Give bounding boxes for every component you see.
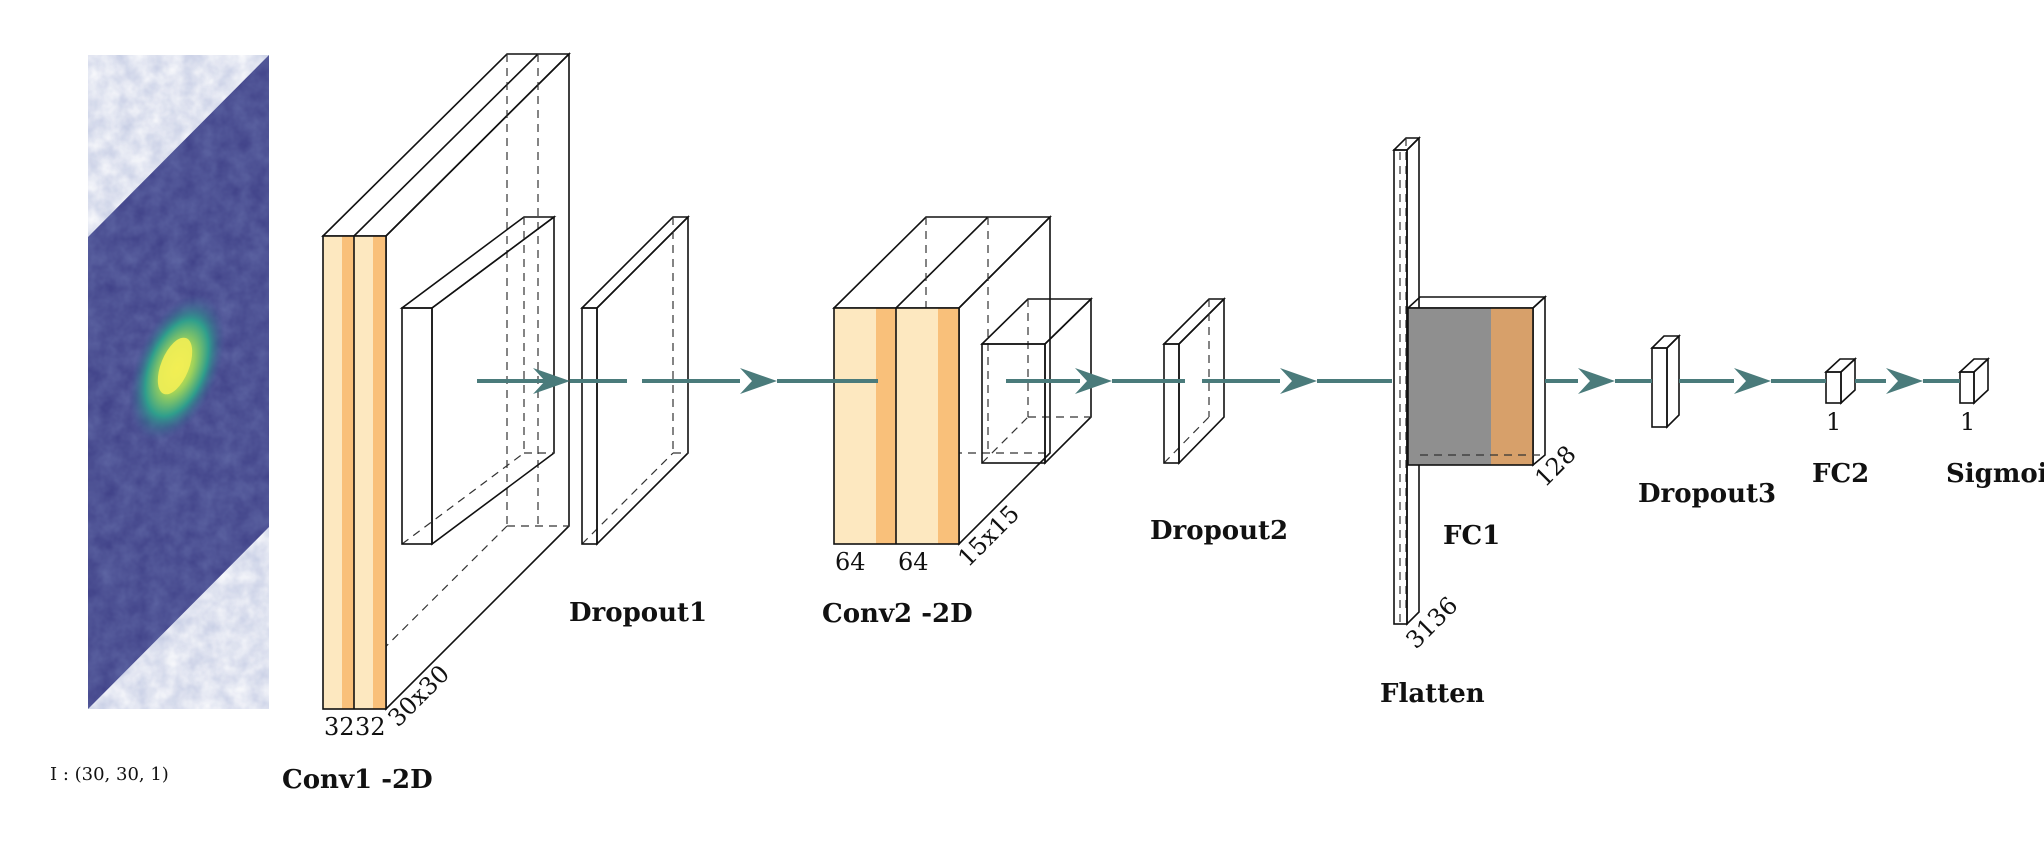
input-image [88, 55, 269, 709]
sigmoid-block [1957, 357, 1991, 405]
fc1-label: FC1 [1443, 521, 1500, 551]
flatten-label: Flatten [1380, 679, 1485, 709]
fc1-block [1405, 295, 1548, 467]
sigmoid-label: Sigmoid [1946, 459, 2044, 489]
conv2-dim-size: 15x15 [952, 500, 1025, 573]
arrow-head-5 [1578, 368, 1615, 394]
fc1-dim: 128 [1529, 440, 1581, 492]
pool2-block [980, 297, 1093, 465]
arrow-head-3 [1075, 368, 1112, 394]
flatten-block [1392, 136, 1421, 626]
sigmoid-dim: 1 [1960, 408, 1975, 436]
dropout1-block [580, 215, 690, 546]
conv1-dim-depth-b: 32 [355, 713, 386, 741]
flow-arrows [477, 368, 1960, 394]
conv1-block [321, 52, 571, 711]
fc2-dim: 1 [1826, 408, 1841, 436]
arrow-head-2 [740, 368, 777, 394]
dropout3-label: Dropout3 [1638, 479, 1776, 509]
dropout2-block [1162, 297, 1226, 465]
pool1-block [399, 215, 557, 546]
conv1-label: Conv1 -2D [282, 765, 433, 795]
conv2-dim-depth-b: 64 [898, 548, 929, 576]
fc2-label: FC2 [1812, 459, 1869, 489]
fc2-block [1823, 357, 1858, 405]
conv2-block [832, 215, 1052, 546]
conv1-dim-size: 30x30 [382, 660, 455, 733]
arrow-head-7 [1886, 368, 1923, 394]
input-label: I : (30, 30, 1) [50, 764, 169, 785]
flatten-dim: 3136 [1400, 591, 1463, 654]
dropout1-label: Dropout1 [569, 598, 707, 628]
arrow-head-1 [533, 368, 570, 394]
conv2-dim-depth-a: 64 [835, 548, 866, 576]
conv2-label: Conv2 -2D [822, 599, 973, 629]
conv1-dim-depth-a: 32 [324, 713, 355, 741]
arrow-head-6 [1734, 368, 1771, 394]
dropout3-block [1650, 334, 1681, 429]
arrow-head-4 [1280, 368, 1317, 394]
dropout2-label: Dropout2 [1150, 516, 1288, 546]
